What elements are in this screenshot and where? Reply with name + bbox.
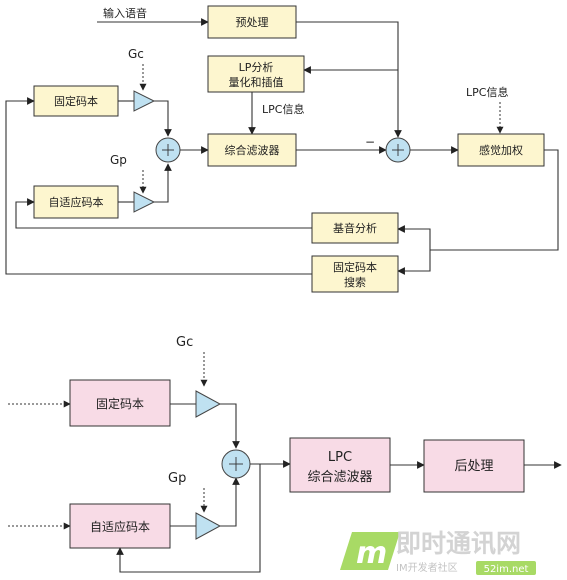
encoder-diagram: 输入语音 预处理 LP分析 量化和插值 LPC信息 Gc Gp 固定码本 自适应… (5, 5, 559, 293)
lp-analysis-label-1: LP分析 (239, 60, 274, 74)
lpc-synthesis-label-1: LPC (328, 450, 352, 465)
pitch-analysis-box (311, 212, 399, 244)
minus-sign: − (365, 135, 375, 149)
fixed-codebook-box-bottom (69, 379, 171, 427)
lpc-info-label-2: LPC信息 (466, 85, 508, 99)
lpc-synthesis-box-bottom (289, 437, 391, 493)
svg-text:m: m (356, 536, 387, 571)
input-speech-label: 输入语音 (103, 6, 147, 20)
lpc-synthesis-label-2: 综合滤波器 (307, 470, 372, 485)
watermark-title: 即时通讯网 (396, 529, 521, 558)
synthesis-filter-label: 综合滤波器 (225, 143, 280, 157)
to-fixed-search-line (397, 250, 431, 275)
weight-feedback-line (430, 149, 559, 251)
gain-amp-gc-top (133, 90, 156, 112)
postprocess-box (423, 439, 525, 493)
fixed-codebook-label-bottom: 固定码本 (96, 396, 144, 411)
postprocess-label: 后处理 (454, 459, 493, 474)
watermark-subtitle: IM开发者社区 (396, 561, 458, 574)
gc-label-bottom: Gc (176, 335, 193, 350)
gain-amp-gc-bottom (195, 390, 222, 418)
watermark: m 即时通讯网 IM开发者社区 52im.net (340, 529, 536, 575)
gain-amp-gp-top (133, 191, 156, 213)
decoder-diagram: Gc 固定码本 Gp 自适应码本 LPC 综合滤波器 后处理 (8, 335, 562, 573)
fixed-codebook-label-top: 固定码本 (54, 94, 98, 108)
gc-to-adder-line-bottom (220, 403, 240, 449)
adaptive-codebook-label-bottom: 自适应码本 (90, 519, 150, 534)
lpc-info-label-1: LPC信息 (262, 102, 304, 116)
fixed-search-label-2: 搜索 (344, 275, 366, 289)
adaptive-codebook-label-top: 自适应码本 (49, 195, 104, 209)
watermark-site-badge (476, 561, 536, 575)
gp-label-top: Gp (110, 153, 127, 167)
pitch-analysis-label: 基音分析 (333, 221, 377, 235)
perceptual-weighting-label: 感觉加权 (479, 144, 523, 157)
gain-amp-gp-bottom (195, 512, 222, 540)
gc-label-top: Gc (128, 47, 144, 61)
to-pitch-analysis-line (397, 225, 431, 250)
gp-label-bottom: Gp (168, 471, 186, 486)
fixed-search-label-1: 固定码本 (333, 260, 377, 274)
gp-to-adder-line-bottom (220, 477, 240, 527)
preprocess-to-sum-line (296, 21, 402, 138)
search-feedback-line (5, 97, 312, 275)
excitation-feedback-line (116, 464, 261, 573)
lp-analysis-box (207, 55, 305, 93)
gc-to-adder-line (154, 100, 172, 137)
watermark-logo-icon (340, 532, 400, 570)
preprocess-label: 预处理 (236, 16, 269, 29)
fixed-codebook-box-top (33, 85, 119, 117)
pitch-feedback-line (15, 198, 312, 229)
synthesis-filter-box (207, 133, 297, 167)
fixed-search-box (311, 255, 399, 293)
watermark-site: 52im.net (484, 564, 529, 575)
lp-analysis-label-2: 量化和插值 (229, 75, 284, 89)
gp-to-adder-line (154, 163, 172, 203)
